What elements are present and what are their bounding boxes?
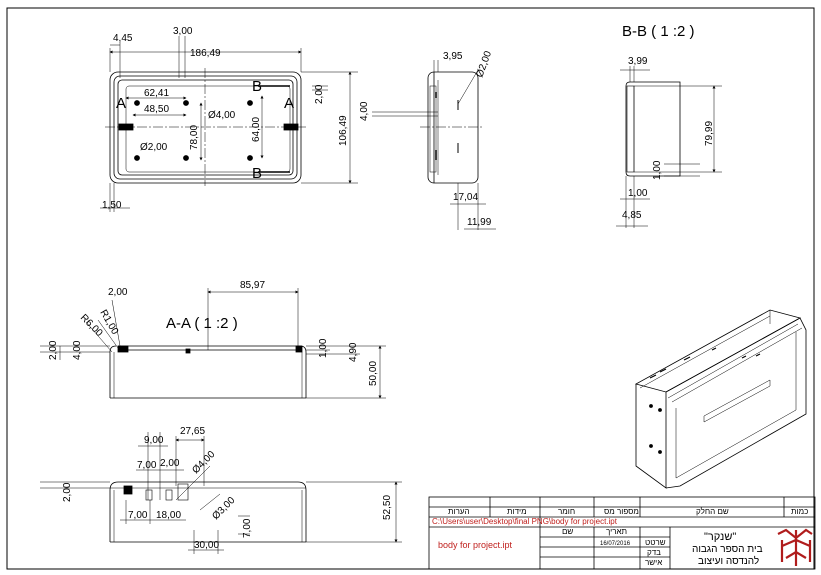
section-title-aa: A-A ( 1 :2 ) — [166, 315, 238, 332]
front-view-labels: 9,00 27,65 7,00 2,00 Ø4,00 2,00 7,00 18,… — [62, 426, 393, 551]
dim-3-99: 3,99 — [628, 56, 648, 67]
title-block-text: הערות מידות חומר מספור מס שם החלק כמות C… — [432, 507, 808, 567]
dim-1-00-aa-right: 1,00 — [318, 338, 329, 358]
dim-62-41: 62,41 — [144, 88, 169, 99]
school-name-3: להנדסה ועיצוב — [698, 555, 759, 567]
dim-4-85: 4,85 — [622, 210, 642, 221]
dim-4-00-side: 4,00 — [359, 101, 370, 121]
dim-17-04: 17,04 — [453, 192, 478, 203]
role-drawn: שרטט — [645, 538, 666, 547]
cut-label-b-bottom: B — [252, 165, 262, 182]
top-view-labels: 4,45 3,00 186,49 62,41 48,50 Ø4,00 78,00… — [102, 26, 349, 211]
cut-label-a-left: A — [116, 95, 126, 112]
school-name-2: בית הספר הגבוה — [692, 544, 763, 555]
dim-2-00-aa-top: 2,00 — [108, 287, 128, 298]
date-value: 16/07/2016 — [600, 541, 631, 547]
header-notes: הערות — [448, 507, 470, 516]
dim-3-00: 3,00 — [173, 26, 193, 37]
dim-78-00: 78,00 — [189, 125, 200, 150]
top-view — [100, 36, 358, 212]
dim-27-65: 27,65 — [180, 426, 205, 437]
header-dimensions: מידות — [507, 507, 527, 516]
dim-11-99: 11,99 — [467, 217, 492, 228]
dim-7-00-c: 7,00 — [242, 518, 253, 538]
dim-52-50: 52,50 — [382, 495, 393, 520]
dim-2-00-aa-left: 2,00 — [48, 340, 59, 360]
dim-9-00: 9,00 — [144, 435, 164, 446]
dim-1-00-bb-b: 1,00 — [628, 188, 648, 199]
section-title-bb: B-B ( 1 :2 ) — [622, 23, 695, 40]
dim-2-00-front-left: 2,00 — [62, 482, 73, 502]
dim-7-00-b: 7,00 — [128, 510, 148, 521]
dim-2-00: 2,00 — [314, 84, 325, 104]
isometric-view — [634, 309, 807, 489]
school-name-1: "שנקר" — [704, 531, 736, 543]
file-path: C:\Users\user\Desktop\final PNG\body for… — [432, 517, 618, 526]
section-bb-labels: B-B ( 1 :2 ) 3,99 79,99 1,00 1,00 4,85 — [622, 23, 715, 221]
role-approved: אישר — [645, 558, 662, 567]
cut-label-b-top: B — [252, 78, 262, 95]
dim-50-00: 50,00 — [368, 361, 379, 386]
dim-dia-2-00: Ø2,00 — [140, 142, 168, 153]
section-bb — [616, 66, 722, 228]
header-material: חומר — [558, 507, 575, 516]
section-aa-labels: A-A ( 1 :2 ) 2,00 85,97 R1,00 R6,00 2,00… — [48, 280, 379, 386]
side-view-labels: 3,95 Ø2,00 4,00 17,04 11,99 — [359, 49, 494, 228]
dim-3-95: 3,95 — [443, 51, 463, 62]
role-checked: בדק — [647, 548, 661, 557]
title-block — [428, 496, 816, 570]
header-drawing-no: מספור מס — [604, 507, 639, 516]
side-view — [372, 60, 496, 230]
dim-7-00-a: 7,00 — [137, 460, 157, 471]
dim-106-49: 106,49 — [338, 115, 349, 146]
school-logo — [777, 528, 813, 566]
part-file-name: body for project.ipt — [438, 540, 513, 550]
dim-48-50: 48,50 — [144, 104, 169, 115]
cut-label-a-right: A — [284, 95, 294, 112]
dim-1-50: 1,50 — [102, 200, 122, 211]
dim-dia-2-00-side: Ø2,00 — [474, 49, 494, 79]
header-part-name: שם החלק — [696, 507, 729, 516]
sheet-border — [6, 7, 815, 570]
dim-2-00-front-a: 2,00 — [160, 458, 180, 469]
dim-4-90: 4,90 — [348, 342, 359, 362]
dim-64-00: 64,00 — [251, 117, 262, 142]
dim-30-00: 30,00 — [194, 540, 219, 551]
header-qty: כמות — [791, 507, 808, 516]
dim-4-00-aa-left: 4,00 — [72, 340, 83, 360]
section-aa — [40, 288, 386, 399]
dim-dia-3-00: Ø3,00 — [210, 495, 237, 522]
dim-79-99: 79,99 — [704, 121, 715, 146]
col-name: שם — [562, 527, 573, 536]
dim-4-45: 4,45 — [113, 33, 133, 44]
dim-186-49: 186,49 — [190, 48, 221, 59]
col-date: תאריך — [606, 527, 627, 536]
dim-18-00: 18,00 — [156, 510, 181, 521]
dim-1-00-bb-a: 1,00 — [652, 160, 663, 180]
front-view — [40, 432, 402, 554]
dim-dia-4-00: Ø4,00 — [208, 110, 236, 121]
dim-85-97: 85,97 — [240, 280, 265, 291]
